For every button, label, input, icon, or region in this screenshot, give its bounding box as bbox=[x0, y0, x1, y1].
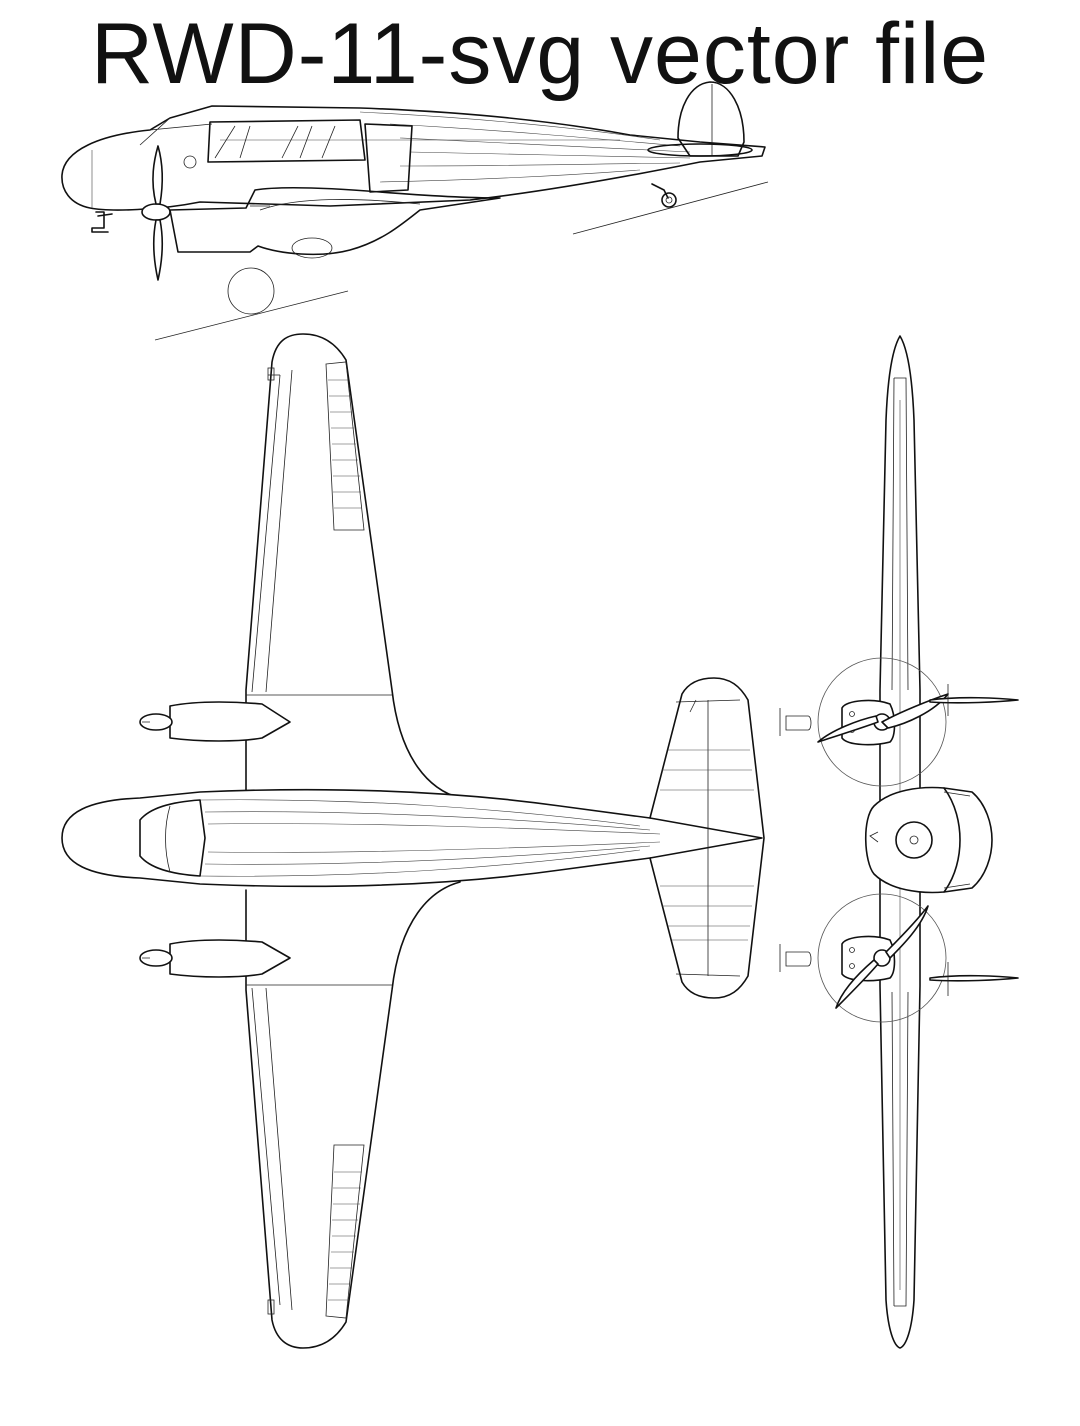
front-main-gear-upper bbox=[779, 708, 812, 736]
side-tailplane bbox=[647, 143, 753, 157]
side-tail-fin bbox=[677, 81, 745, 157]
side-spinner bbox=[141, 203, 171, 221]
side-prop-blade-up bbox=[152, 145, 163, 205]
side-pitot bbox=[91, 211, 113, 233]
side-view bbox=[61, 81, 769, 341]
front-prop-blade-upper-b bbox=[817, 715, 879, 743]
top-spinner-lower bbox=[139, 949, 173, 967]
top-nacelle-upper bbox=[169, 701, 291, 742]
top-spinner-upper bbox=[139, 713, 173, 731]
side-cockpit-frame bbox=[207, 119, 366, 163]
front-prop-blade-lower-a bbox=[885, 905, 929, 959]
ground-line-front bbox=[154, 290, 349, 341]
page-title: RWD-11-svg vector file bbox=[90, 6, 990, 102]
front-tailplane-upper bbox=[929, 696, 1019, 704]
front-fuselage bbox=[864, 786, 993, 894]
side-prop-blade-down bbox=[153, 219, 163, 281]
front-main-gear-lower bbox=[779, 944, 812, 972]
front-prop-disc-lower bbox=[817, 893, 947, 1023]
main-wheel bbox=[227, 267, 275, 315]
front-prop-blade-lower-b bbox=[835, 959, 879, 1009]
top-fuselage bbox=[61, 788, 763, 888]
top-cockpit bbox=[139, 799, 206, 877]
side-fuselage bbox=[61, 105, 766, 211]
side-engine-nacelle bbox=[169, 187, 501, 256]
side-tail-wheel bbox=[661, 192, 677, 208]
front-spinner bbox=[895, 821, 933, 859]
top-tailplane bbox=[649, 677, 765, 999]
top-view bbox=[61, 333, 765, 1349]
front-wing bbox=[879, 335, 921, 1349]
ground-line-rear bbox=[572, 181, 769, 235]
top-nacelle-lower bbox=[169, 939, 291, 978]
front-tailplane-lower bbox=[929, 974, 1019, 982]
front-prop-disc-upper bbox=[817, 657, 947, 787]
side-door bbox=[364, 123, 413, 193]
front-view bbox=[779, 335, 1019, 1349]
